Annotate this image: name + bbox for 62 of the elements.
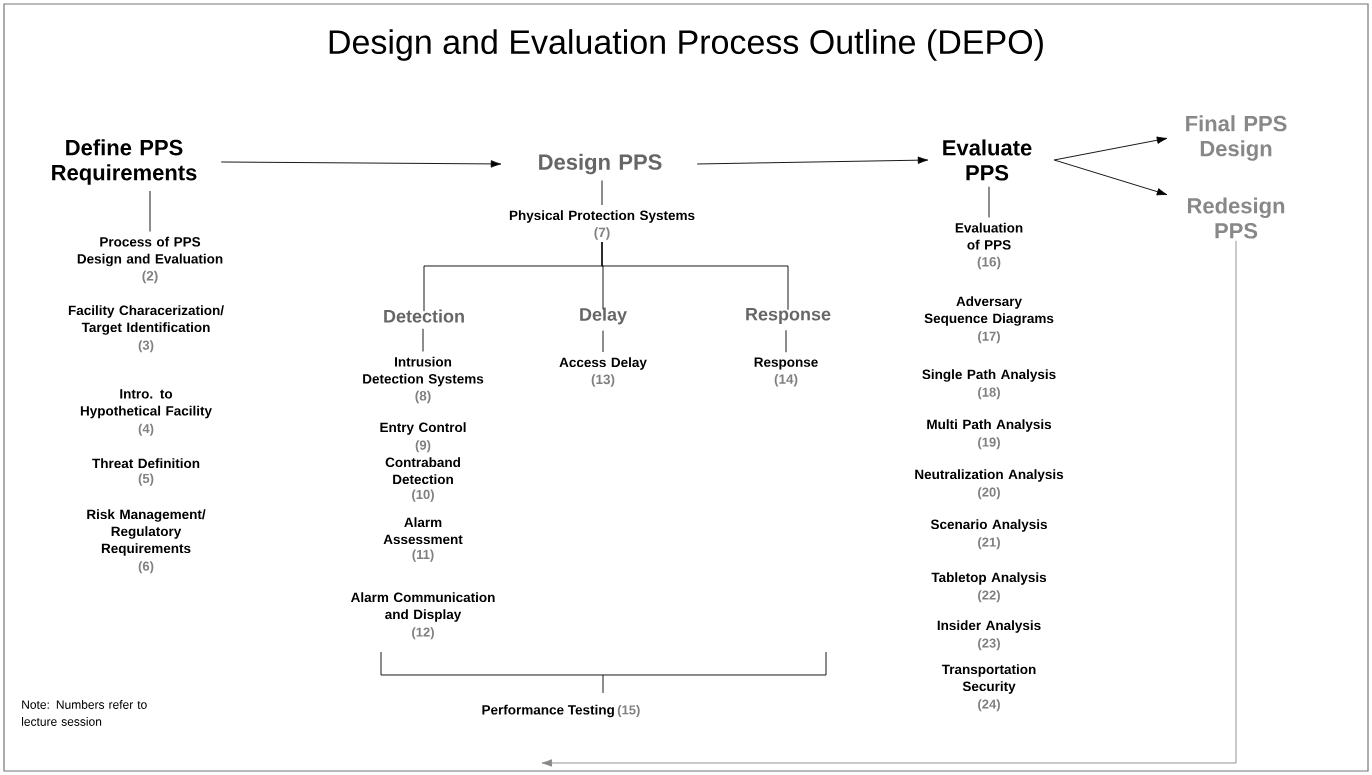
outcome-heading: Redesign PPS	[1187, 197, 1285, 239]
connector-line	[422, 328, 424, 352]
topic-label: Single Path Analysis	[922, 369, 1056, 382]
session-number: (20)	[978, 487, 1000, 500]
topic-label: Contraband Detection	[385, 457, 460, 485]
session-number: (3)	[138, 340, 154, 353]
topic-label: Risk Management/ Regulatory Requirements	[87, 509, 206, 556]
category-label: Detection	[384, 309, 464, 323]
topic-label: Facility Characerization/ Target Identification	[68, 305, 224, 335]
topic-label: Tabletop Analysis	[931, 572, 1047, 585]
connector-line	[601, 180, 603, 206]
session-number: (18)	[978, 387, 1000, 400]
topic-label: Performance Testing	[482, 704, 614, 718]
topic-label: Physical Protection Systems (7)	[509, 210, 695, 240]
session-number: (24)	[978, 699, 1000, 712]
connector-line	[988, 186, 990, 218]
session-number: (5)	[138, 473, 154, 486]
outcome-heading: Final PPS Design	[1186, 115, 1287, 161]
arrow	[696, 156, 929, 165]
session-number: (10)	[412, 489, 434, 502]
session-number: (21)	[978, 537, 1000, 550]
connector-line	[149, 190, 151, 232]
topic-label: Threat Definition	[92, 458, 200, 469]
phase-heading: Design PPS	[539, 153, 662, 175]
topic-label: Multi Path Analysis	[927, 419, 1052, 432]
session-number: (9)	[415, 440, 431, 453]
topic-label: Entry Control	[380, 422, 466, 435]
topic-label: Scenario Analysis	[930, 519, 1047, 532]
session-number: (6)	[138, 561, 154, 574]
phase-heading: Evaluate PPS	[943, 139, 1032, 181]
note: Note: Numbers refer to lecture session	[22, 700, 147, 726]
topic-label: Transportation Security	[941, 664, 1036, 694]
arrow	[220, 160, 502, 168]
session-number: (15)	[617, 704, 640, 718]
session-number: (11)	[412, 549, 434, 562]
arrow	[541, 240, 1237, 767]
topic-label: Alarm Communication and Display	[350, 592, 495, 622]
category-label: Delay	[580, 307, 627, 325]
topic-label: Alarm Assessment	[383, 517, 463, 545]
topic-label: Neutralization Analysis	[915, 469, 1064, 482]
session-number: (23)	[978, 638, 1000, 651]
category-label: Response	[746, 307, 831, 325]
topic-label: Intrusion Detection Systems (8)	[363, 356, 484, 404]
topic-label: Insider Analysis	[937, 620, 1041, 633]
topic-label: Adversary Sequence Diagrams	[924, 296, 1054, 326]
topic-label: Process of PPS Design and Evaluation (2)	[77, 236, 223, 284]
connector-line	[601, 241, 789, 311]
session-number: (17)	[978, 331, 1000, 344]
connector-line	[785, 329, 787, 353]
topic-label: Evaluation of PPS (16)	[955, 222, 1023, 270]
session-number: (22)	[978, 590, 1000, 603]
arrow	[1053, 136, 1168, 161]
topic-label: Response (14)	[754, 357, 818, 387]
connector-line	[602, 330, 604, 353]
title: Design and Evaluation Process Outline (DEPO)	[329, 29, 1043, 61]
arrow	[1053, 159, 1168, 196]
session-number: (12)	[412, 627, 434, 640]
phase-heading: Define PPS Requirements	[52, 139, 197, 185]
topic-label: Access Delay (13)	[559, 357, 647, 387]
session-number: (4)	[138, 423, 154, 436]
session-number: (19)	[978, 437, 1000, 450]
topic-label: Intro. to Hypothetical Facility	[80, 389, 212, 419]
